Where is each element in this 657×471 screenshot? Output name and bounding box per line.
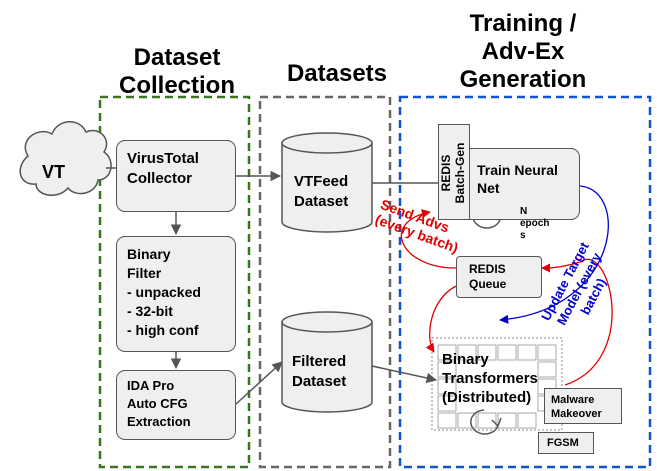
redis-queue-label: REDIS Queue <box>469 262 507 291</box>
datasets-group <box>258 95 392 469</box>
filtered-cylinder <box>281 311 373 413</box>
train-neural-net-label: Train Neural Net <box>477 162 558 196</box>
vt-label: VT <box>42 162 66 182</box>
transformers-grid <box>431 337 563 431</box>
training-title: Training / Adv-Ex Generation <box>459 10 587 93</box>
filtered-label: Filtered Dataset <box>292 353 347 390</box>
redis-batchgen-box: REDIS Batch-Gen <box>438 124 470 220</box>
datasets-title: Datasets <box>286 60 388 87</box>
ida-pro-box: IDA Pro Auto CFG Extraction <box>116 370 236 440</box>
malware-makeover-box: Malware Makeover <box>544 388 622 424</box>
malware-makeover-label: Malware Makeover <box>551 394 602 420</box>
red-arrow-queue-to-batchgen <box>400 209 457 269</box>
blue-arrow-update-target <box>499 185 609 324</box>
fgsm-box: FGSM <box>538 432 594 454</box>
binary-filter-label: Binary Filter - unpacked - 32-bit - high… <box>127 246 201 338</box>
virustotal-collector-box: VirusTotal Collector <box>116 140 236 212</box>
transformer-cycle-icon <box>470 409 502 435</box>
redis-batchgen-label: REDIS Batch-Gen <box>439 142 467 204</box>
redis-queue-box: REDIS Queue <box>456 256 542 298</box>
fgsm-label: FGSM <box>547 437 579 449</box>
dataset-collection-title: Dataset Collection <box>118 44 235 99</box>
arrow-filtered-to-transformers <box>371 365 438 384</box>
vtfeed-cylinder <box>281 132 373 233</box>
vtfeed-label: VTFeed Dataset <box>294 173 349 210</box>
vt-cloud-shape <box>19 121 112 196</box>
red-arrow-transformers-to-queue <box>541 258 613 386</box>
arrow-ida-to-filtered <box>235 361 283 405</box>
binary-filter-box: Binary Filter - unpacked - 32-bit - high… <box>116 236 236 352</box>
binary-transformers-label: Binary Transformers (Distributed) <box>442 351 538 406</box>
ida-pro-label: IDA Pro Auto CFG Extraction <box>127 378 191 429</box>
virustotal-collector-label: VirusTotal Collector <box>127 150 199 187</box>
collection-group <box>98 95 251 469</box>
n-epochs-label: N epoch s <box>520 206 550 241</box>
training-group <box>398 95 652 469</box>
